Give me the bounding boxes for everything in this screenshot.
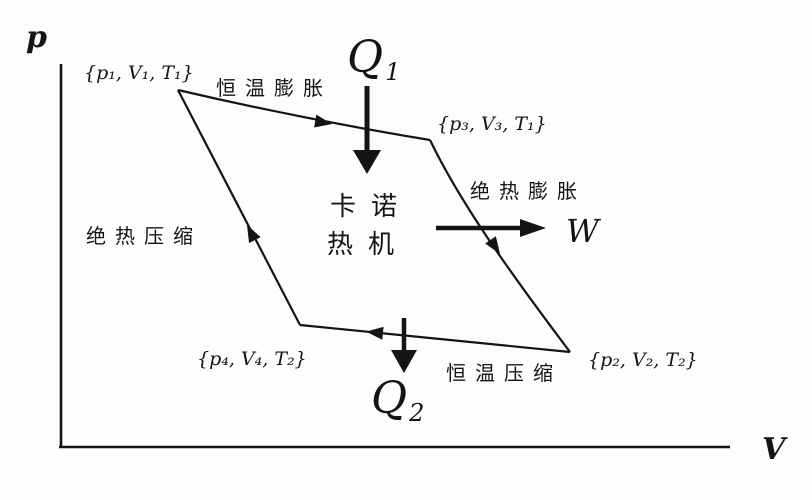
- state4-label: {p₄, V₄, T₂}: [197, 348, 307, 370]
- adiabatic-compression-label: 绝热压缩: [86, 224, 202, 248]
- engine-name-line1: 卡诺: [330, 192, 412, 222]
- axes: [59, 64, 730, 449]
- work-out-arrow: [436, 219, 546, 237]
- state3-label: {p₃, V₃, T₁}: [437, 113, 547, 135]
- adiabatic-compression-line: [177, 89, 301, 326]
- arrowhead-1-to-3-icon: [314, 114, 332, 128]
- arrowhead-2-to-4-icon: [366, 326, 384, 340]
- engine-name-line2: 热机: [327, 230, 409, 260]
- carnot-cycle-path: [177, 88, 571, 354]
- work-out-arrowhead-icon: [520, 219, 546, 237]
- isothermal-expansion-curve: [177, 88, 431, 142]
- isothermal-expansion-label: 恒温膨胀: [216, 76, 332, 100]
- heat-in-arrowhead-icon: [353, 150, 381, 174]
- isothermal-compression-label: 恒温压缩: [446, 361, 562, 385]
- heat-out-symbol: Q: [371, 373, 407, 424]
- heat-in-symbol: Q: [347, 32, 383, 83]
- y-axis-label: p: [26, 20, 47, 55]
- state1-label: {p₁, V₁, T₁}: [84, 62, 194, 84]
- adiabatic-expansion-label: 绝热膨胀: [470, 179, 586, 203]
- x-axis-label: V: [762, 432, 788, 467]
- arrowhead-4-to-1-icon: [247, 225, 261, 244]
- heat-out-subscript: 2: [408, 399, 424, 427]
- heat-in-arrow: [353, 86, 381, 174]
- heat-in-label: Q1: [347, 32, 400, 86]
- adiabatic-expansion-curve: [429, 139, 571, 353]
- heat-out-label: Q2: [371, 373, 424, 427]
- heat-out-arrow: [391, 318, 417, 373]
- state2-label: {p₂, V₂, T₂}: [588, 349, 698, 371]
- heat-out-arrowhead-icon: [391, 350, 417, 373]
- work-out-label: W: [566, 212, 602, 250]
- arrowhead-3-to-2-icon: [485, 236, 500, 254]
- heat-in-subscript: 1: [385, 58, 400, 86]
- isothermal-compression-line: [299, 323, 571, 354]
